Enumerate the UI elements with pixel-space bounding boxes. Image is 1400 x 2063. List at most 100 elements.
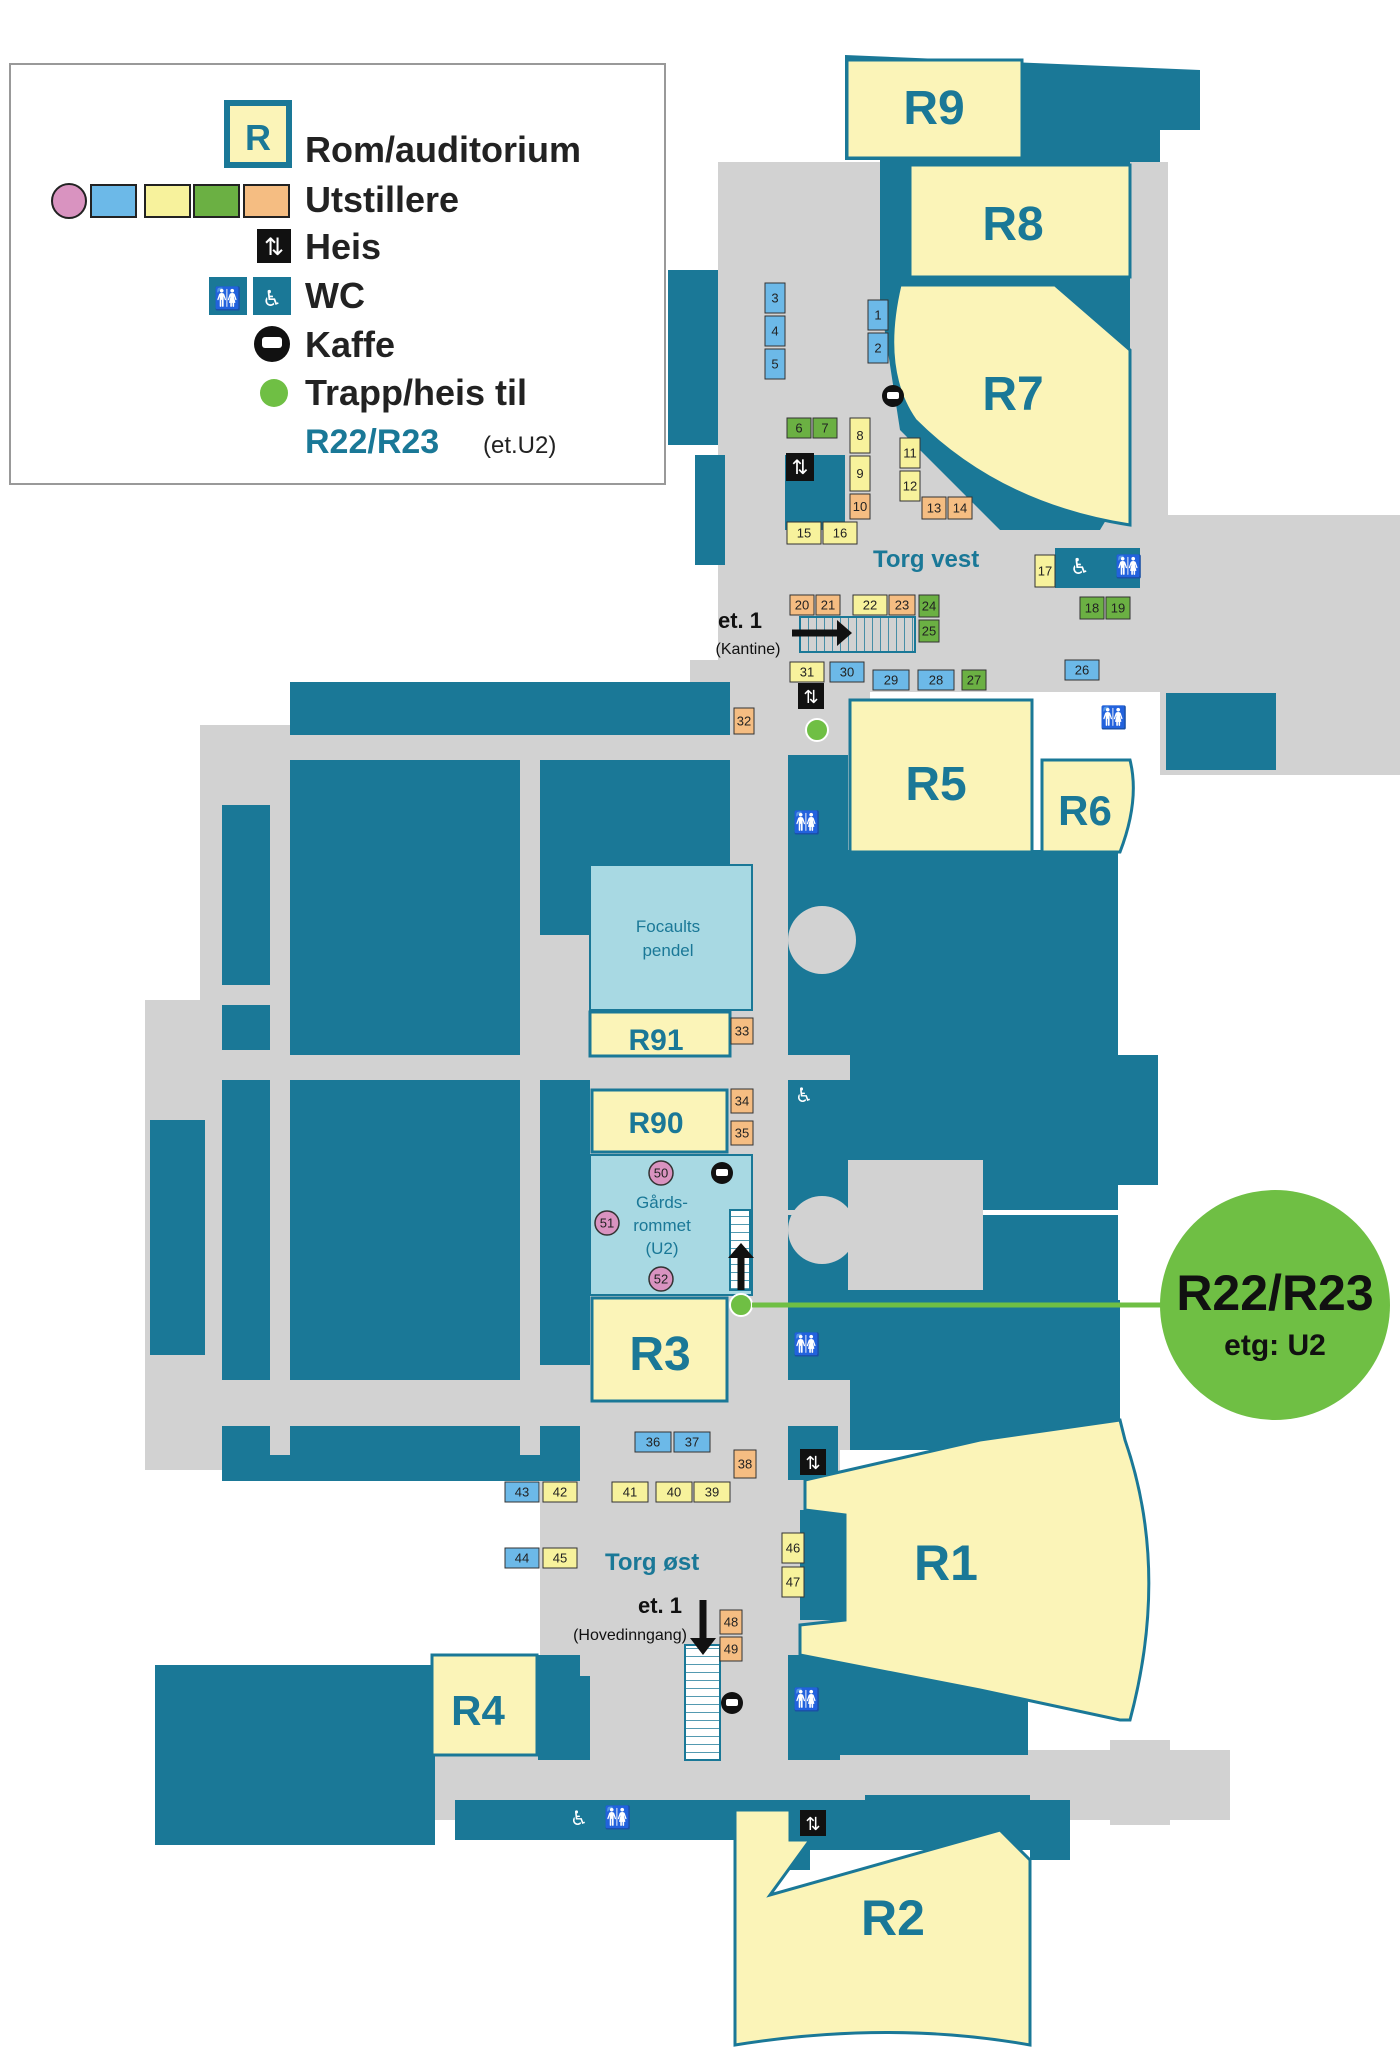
room-r7[interactable] (891, 283, 1132, 527)
booth-44[interactable]: 44 (504, 1547, 540, 1569)
booth-number: 27 (967, 673, 981, 688)
booth-47[interactable]: 47 (781, 1566, 805, 1598)
svg-text:🚻: 🚻 (214, 286, 241, 312)
booth-38[interactable]: 38 (733, 1449, 757, 1479)
wc-icon: 🚻 (793, 1687, 820, 1713)
gardsrommet-label-3: (U2) (645, 1239, 678, 1258)
booth-3[interactable]: 3 (764, 282, 786, 314)
room-r6[interactable] (1040, 758, 1135, 854)
booth-4[interactable]: 4 (764, 315, 786, 347)
booth-number: 42 (553, 1485, 567, 1500)
booth-9[interactable]: 9 (849, 455, 871, 492)
booth-28[interactable]: 28 (917, 669, 955, 691)
booth-20[interactable]: 20 (789, 594, 815, 616)
booth-42[interactable]: 42 (542, 1481, 578, 1503)
booth-number: 49 (724, 1642, 738, 1657)
booth-35[interactable]: 35 (730, 1120, 754, 1146)
booth-number: 1 (874, 308, 881, 323)
legend-elevator-icon: ⇅ (257, 229, 291, 263)
booth-48[interactable]: 48 (719, 1609, 743, 1635)
booth-number: 16 (833, 526, 847, 541)
legend-stair-dot-icon (260, 379, 288, 407)
booth-34[interactable]: 34 (730, 1088, 754, 1114)
room-r3[interactable] (590, 1296, 729, 1403)
booth-number: 38 (738, 1457, 752, 1472)
svg-text:⇅: ⇅ (803, 687, 818, 708)
room-r91[interactable] (588, 1010, 732, 1058)
booth-2[interactable]: 2 (867, 332, 889, 364)
booth-40[interactable]: 40 (655, 1481, 693, 1503)
legend-elevator-label: Heis (305, 226, 381, 267)
wheelchair-icon: ♿ (1070, 555, 1090, 580)
booth-number: 19 (1111, 601, 1125, 616)
r9-label: R9 (903, 82, 964, 135)
rooms (430, 58, 1151, 2047)
callout-rooms: R22/R23 (1176, 1265, 1373, 1321)
room-r4[interactable] (430, 1653, 539, 1757)
booth-46[interactable]: 46 (781, 1532, 805, 1564)
booth-26[interactable]: 26 (1064, 659, 1100, 681)
booth-11[interactable]: 11 (899, 437, 921, 469)
booth-41[interactable]: 41 (611, 1481, 649, 1503)
booth-30[interactable]: 30 (829, 661, 865, 683)
booth-49[interactable]: 49 (719, 1636, 743, 1662)
booth-39[interactable]: 39 (693, 1481, 731, 1503)
booth-number: 36 (646, 1435, 660, 1450)
booth-5[interactable]: 5 (764, 348, 786, 380)
booth-25[interactable]: 25 (918, 619, 940, 643)
booth-8[interactable]: 8 (849, 417, 871, 454)
booth-15[interactable]: 15 (786, 521, 822, 545)
legend: R Rom/auditorium Utstillere ⇅ Heis 🚻 ♿ W… (9, 63, 666, 485)
gardsrommet-label-2: rommet (633, 1216, 691, 1235)
r6-label: R6 (1058, 787, 1112, 834)
room-r9[interactable] (845, 58, 1024, 160)
room-r8[interactable] (908, 163, 1132, 279)
booth-number: 30 (840, 665, 854, 680)
booth-number: 48 (724, 1615, 738, 1630)
booth-24[interactable]: 24 (918, 594, 940, 618)
booth-27[interactable]: 27 (961, 669, 987, 691)
booth-number: 11 (903, 446, 917, 461)
booth-32[interactable]: 32 (733, 707, 755, 735)
elevator-icon: ⇅ (800, 1449, 826, 1475)
booth-43[interactable]: 43 (504, 1481, 540, 1503)
room-r1[interactable] (798, 1418, 1151, 1722)
legend-wc-label: WC (305, 275, 365, 316)
stairs-hovedinngang (684, 1644, 721, 1761)
r8-label: R8 (982, 198, 1043, 251)
booth-23[interactable]: 23 (888, 594, 916, 616)
booth-13[interactable]: 13 (921, 496, 947, 520)
booth-36[interactable]: 36 (634, 1431, 672, 1453)
booth-16[interactable]: 16 (822, 521, 858, 545)
booth-number: 26 (1075, 663, 1089, 678)
booth-51[interactable]: 51 (594, 1210, 620, 1236)
booth-18[interactable]: 18 (1079, 596, 1105, 620)
booth-17[interactable]: 17 (1034, 554, 1056, 588)
booth-12[interactable]: 12 (899, 470, 921, 502)
booth-45[interactable]: 45 (542, 1547, 578, 1569)
room-r90[interactable] (590, 1088, 729, 1154)
booth-number: 50 (654, 1166, 668, 1181)
booth-number: 25 (922, 624, 936, 639)
booth-6[interactable]: 6 (786, 417, 812, 439)
booth-22[interactable]: 22 (852, 594, 888, 616)
booth-1[interactable]: 1 (867, 299, 889, 331)
booth-14[interactable]: 14 (947, 496, 973, 520)
booth-52[interactable]: 52 (648, 1266, 674, 1292)
r22-r23-callout[interactable]: R22/R23 etg: U2 (752, 1190, 1390, 1420)
legend-stairs-label: Trapp/heis til (305, 372, 527, 413)
stair-rotundas (788, 906, 983, 1290)
stair-dot-icon[interactable] (729, 1293, 753, 1317)
booth-50[interactable]: 50 (648, 1160, 674, 1186)
booth-37[interactable]: 37 (673, 1431, 711, 1453)
booth-10[interactable]: 10 (849, 493, 871, 520)
room-r2[interactable] (733, 1808, 1032, 2047)
booth-33[interactable]: 33 (730, 1017, 754, 1045)
booth-19[interactable]: 19 (1105, 596, 1131, 620)
booth-number: 5 (771, 357, 778, 372)
room-r5[interactable] (848, 698, 1034, 854)
booth-21[interactable]: 21 (815, 594, 841, 616)
booth-29[interactable]: 29 (872, 669, 910, 691)
booth-7[interactable]: 7 (812, 417, 838, 439)
booth-31[interactable]: 31 (789, 661, 825, 683)
